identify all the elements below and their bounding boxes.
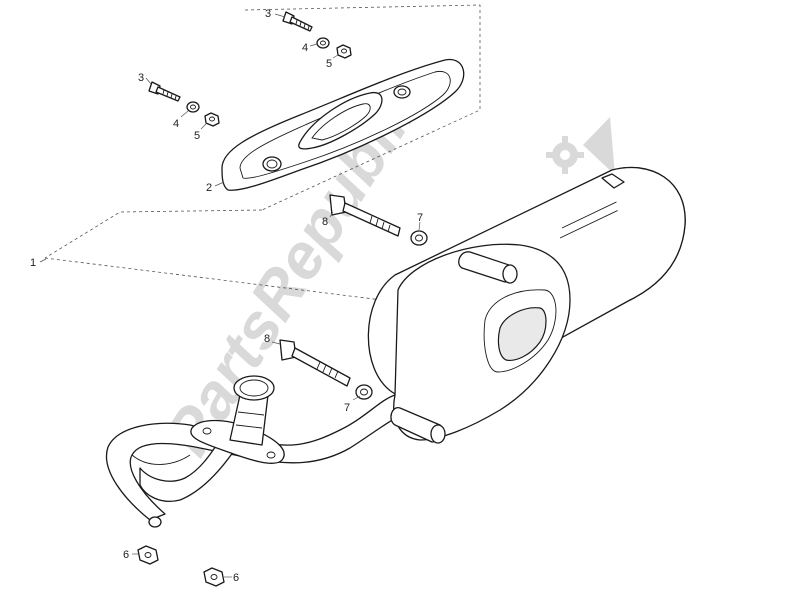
bolt-upper: [329, 194, 401, 237]
muffler: [367, 166, 686, 444]
callout-7-lower: 7: [344, 402, 350, 414]
callout-6-right: 6: [233, 572, 239, 584]
callout-3-middle: 3: [138, 72, 144, 84]
washer-7-lower: [355, 384, 373, 400]
callout-4-upper: 4: [302, 42, 308, 54]
flange-nut-1: [137, 545, 159, 565]
callout-5-upper: 5: [326, 58, 332, 70]
callout-8-upper: 8: [322, 216, 328, 228]
callout-8-lower: 8: [264, 333, 270, 345]
nut-upper: [336, 44, 352, 59]
heat-shield: [221, 59, 465, 191]
screw-middle: [148, 81, 181, 102]
washer-7-upper: [410, 230, 428, 246]
callout-7-upper: 7: [417, 212, 423, 224]
callout-4-middle: 4: [173, 118, 179, 130]
callout-2: 2: [206, 182, 212, 194]
callout-6-left: 6: [123, 549, 129, 561]
callout-1: 1: [30, 257, 36, 269]
nut-middle: [204, 112, 220, 127]
assembly-outline: [44, 4, 481, 303]
bolt-lower: [279, 339, 351, 387]
callouts: 1 2 3 4 5 3 4 5 8 7 8 7 6 6: [30, 8, 423, 584]
leader-lines: [39, 13, 421, 578]
washer-upper: [316, 37, 330, 49]
exhaust-flange: [190, 375, 285, 464]
callout-3-upper: 3: [265, 8, 271, 20]
flange-nut-2: [203, 567, 225, 587]
watermark-gear-icon: [546, 117, 615, 175]
washer-middle: [186, 101, 200, 113]
screw-upper: [282, 11, 313, 32]
callout-5-middle: 5: [194, 130, 200, 142]
